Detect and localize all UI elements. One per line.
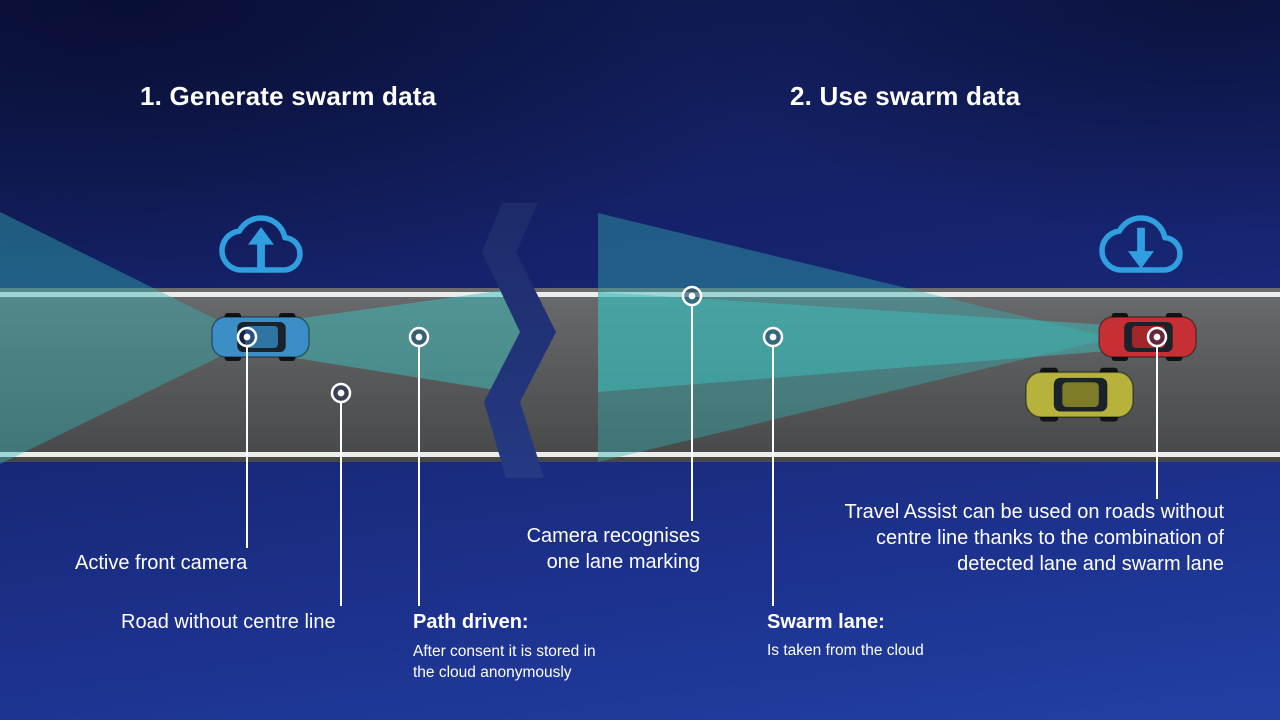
car-blue — [211, 313, 310, 361]
camera-cone-left — [0, 212, 256, 464]
marker-road-without-centre-line — [330, 382, 352, 404]
cloud-download-icon — [1099, 215, 1183, 273]
lane-marking-top — [0, 292, 1280, 297]
label-road-without-centre-line: Road without centre line — [121, 611, 336, 633]
label-travel-assist: Travel Assist can be used on roads witho… — [844, 501, 1224, 575]
marker-camera-recognises — [681, 285, 703, 307]
callout-markers — [236, 285, 1168, 404]
cloud-outline — [219, 215, 303, 273]
cloud-outline — [1099, 215, 1183, 273]
marker-path-driven — [408, 326, 430, 348]
swarm-lane-beam-right — [598, 292, 1108, 392]
section-title-generate: 1. Generate swarm data — [140, 81, 437, 111]
label-path-driven-description: After consent it is stored in the cloud … — [413, 643, 596, 681]
section-title-use: 2. Use swarm data — [790, 81, 1021, 111]
arrow-down-icon — [1128, 227, 1154, 269]
label-swarm-lane-title: Swarm lane: — [767, 611, 885, 633]
path-driven-beam-left — [252, 288, 520, 394]
label-swarm-lane-description: Is taken from the cloud — [767, 642, 924, 659]
lane-marking-bottom — [0, 452, 1280, 457]
marker-travel-assist — [1146, 326, 1168, 348]
section-divider-zigzag — [482, 203, 556, 478]
arrow-up-icon — [248, 227, 274, 269]
marker-active-front-camera — [236, 326, 258, 348]
cloud-upload-icon — [219, 215, 303, 273]
label-camera-recognises: Camera recognises one lane marking — [526, 525, 700, 573]
car-roof — [1062, 382, 1099, 407]
camera-cones — [0, 212, 1112, 464]
label-active-front-camera: Active front camera — [75, 552, 248, 574]
label-path-driven-title: Path driven: — [413, 611, 529, 633]
marker-swarm-lane — [762, 326, 784, 348]
callout-lines — [246, 306, 1158, 606]
car-yellow — [1025, 367, 1134, 422]
